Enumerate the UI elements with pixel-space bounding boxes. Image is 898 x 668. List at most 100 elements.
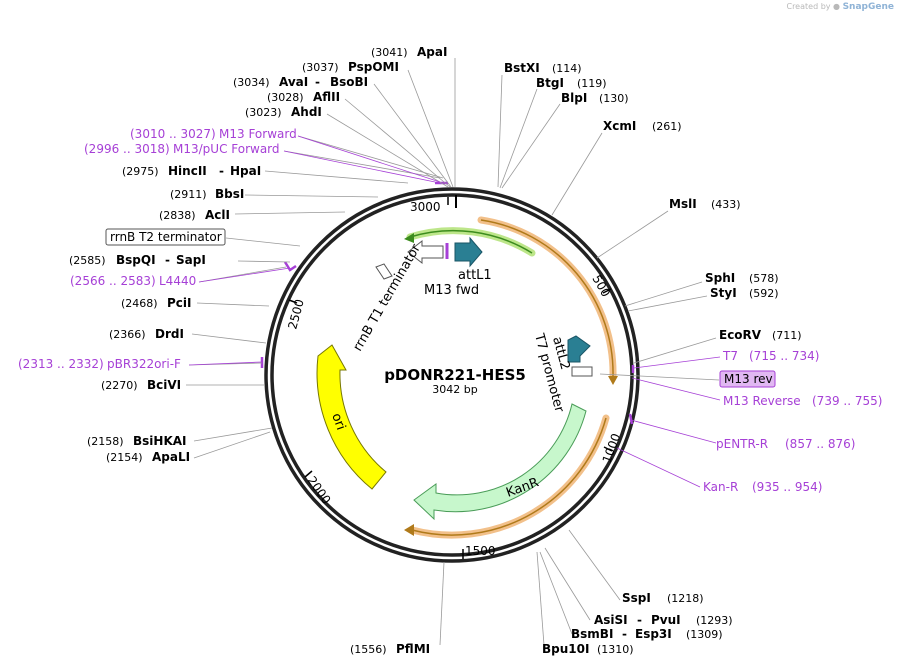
pos-pcii: (2468) bbox=[121, 297, 158, 310]
pos-pentrr: (857 .. 876) bbox=[785, 437, 855, 451]
pos-sphi: (578) bbox=[749, 272, 779, 285]
pos-aflii: (3028) bbox=[267, 91, 304, 104]
label-pcii: PciI bbox=[167, 296, 192, 310]
label-sapi: SapI bbox=[176, 253, 206, 267]
pos-kanrp: (935 .. 954) bbox=[752, 480, 822, 494]
label-bsobi: BsoBI bbox=[330, 75, 368, 89]
label-m13reverse: M13 Reverse bbox=[723, 394, 801, 408]
pos-m13puc: (2996 .. 3018) bbox=[84, 142, 170, 156]
pos-pfimi: (1556) bbox=[350, 643, 387, 656]
primer-mark-pentr bbox=[628, 413, 634, 425]
m13rev-box[interactable]: M13 rev bbox=[719, 370, 776, 388]
label-esp3i: Esp3I bbox=[635, 627, 672, 641]
pos-avai: (3034) bbox=[233, 76, 270, 89]
label-pvui: PvuI bbox=[651, 613, 681, 627]
pos-bstxi: (114) bbox=[552, 62, 582, 75]
rrnbt1-arrow bbox=[375, 263, 393, 280]
pos-drdi: (2366) bbox=[109, 328, 146, 341]
pos-apali: (2154) bbox=[106, 451, 143, 464]
plasmid-name: pDONR221-HES5 bbox=[384, 366, 526, 384]
label-pentrr: pENTR-R bbox=[716, 437, 768, 451]
pos-bpu10i: (1310) bbox=[597, 643, 634, 656]
pos-m13forward: (3010 .. 3027) bbox=[130, 127, 216, 141]
pos-blpi: (130) bbox=[599, 92, 629, 105]
label-m13puc: M13/pUC Forward bbox=[173, 142, 280, 156]
primer-mark-l4440 bbox=[283, 261, 297, 272]
label-blpi: BlpI bbox=[561, 91, 587, 105]
label-hincii-sep: - bbox=[219, 164, 224, 178]
label-avai-sep: - bbox=[315, 75, 320, 89]
ori-feature bbox=[316, 344, 387, 490]
pos-pspomi: (3037) bbox=[302, 61, 339, 74]
arrow-head-bottom bbox=[404, 524, 414, 536]
backbone-inner-ring bbox=[270, 193, 634, 557]
pos-bsmbi: (1309) bbox=[686, 628, 723, 641]
brand-name: SnapGene bbox=[842, 2, 894, 12]
kanr-feature bbox=[413, 403, 587, 521]
label-sspi: SspI bbox=[622, 591, 651, 605]
label-avai: AvaI bbox=[279, 75, 308, 89]
label-styi: StyI bbox=[710, 286, 737, 300]
label-ecorv: EcoRV bbox=[719, 328, 762, 342]
label-bspqi-sep: - bbox=[165, 253, 170, 267]
t7-promoter-box bbox=[571, 366, 593, 377]
pos-ecorv: (711) bbox=[772, 329, 802, 342]
pos-styi: (592) bbox=[749, 287, 779, 300]
label-pbr322: pBR322ori-F bbox=[107, 357, 181, 371]
plasmid-size: 3042 bp bbox=[432, 383, 477, 396]
brand-prefix: Created by bbox=[786, 2, 831, 11]
label-pspomi: PspOMI bbox=[348, 60, 399, 74]
label-sphi: SphI bbox=[705, 271, 735, 285]
feature-attl1-label: attL1 bbox=[458, 268, 492, 283]
label-hpai: HpaI bbox=[230, 164, 261, 178]
label-m13rev: M13 rev bbox=[724, 372, 773, 386]
feature-kanr-label: KanR bbox=[504, 475, 541, 501]
pos-t7: (715 .. 734) bbox=[749, 349, 819, 363]
label-asisi-sep: - bbox=[637, 613, 642, 627]
label-bstxi: BstXI bbox=[504, 61, 540, 75]
pos-hincii: (2975) bbox=[122, 165, 159, 178]
pos-asisi: (1293) bbox=[696, 614, 733, 627]
label-apali: ApaLI bbox=[152, 450, 190, 464]
label-bpu10i: Bpu10I bbox=[542, 642, 589, 656]
pos-apai: (3041) bbox=[371, 46, 408, 59]
tick-2000: 2000 bbox=[305, 474, 334, 507]
snapgene-logo-icon: ● bbox=[833, 2, 841, 11]
label-bsihkai: BsiHKAI bbox=[133, 434, 187, 448]
label-pfimi: PflMI bbox=[396, 642, 430, 656]
pos-l4440: (2566 .. 2583) bbox=[70, 274, 156, 288]
label-t7: T7 bbox=[722, 349, 738, 363]
attl1-arrow bbox=[454, 236, 483, 268]
label-m13forward: M13 Forward bbox=[219, 127, 297, 141]
pos-m13reverse: (739 .. 755) bbox=[812, 394, 882, 408]
backbone-outer-ring bbox=[264, 187, 640, 563]
pos-btgi: (119) bbox=[577, 77, 607, 90]
label-bspqi: BspQI bbox=[116, 253, 156, 267]
tick-3000: 3000 bbox=[410, 200, 441, 214]
labels-left: (3041) ApaI (3037) PspOMI (3034) AvaI - … bbox=[18, 45, 447, 656]
arc-line-bottom bbox=[411, 417, 607, 536]
feature-rrnbt1-label: rrnB T1 terminator bbox=[350, 241, 424, 354]
rrnbt2-box[interactable]: rrnB T2 terminator bbox=[105, 228, 226, 246]
attl2-arrow bbox=[567, 335, 591, 363]
label-apai: ApaI bbox=[417, 45, 447, 59]
label-acli: AclI bbox=[205, 208, 230, 222]
feature-ori-label: ori bbox=[328, 411, 348, 432]
label-asisi: AsiSI bbox=[594, 613, 628, 627]
label-msli: MslI bbox=[669, 197, 697, 211]
pos-ahdi: (3023) bbox=[245, 106, 282, 119]
pos-pbr322: (2313 .. 2332) bbox=[18, 357, 104, 371]
arrow-head-top bbox=[608, 376, 618, 385]
tick-1500: 1500 bbox=[465, 544, 496, 558]
label-bsmbi-sep: - bbox=[622, 627, 627, 641]
pos-bspqi: (2585) bbox=[69, 254, 106, 267]
label-aflii: AflII bbox=[313, 90, 340, 104]
label-bsmbi: BsmBI bbox=[571, 627, 613, 641]
label-bbsi: BbsI bbox=[215, 187, 244, 201]
label-rrnbt2: rrnB T2 terminator bbox=[110, 230, 222, 244]
label-kanrp: Kan-R bbox=[703, 480, 738, 494]
label-drdi: DrdI bbox=[155, 327, 184, 341]
label-bcivi: BciVI bbox=[147, 378, 181, 392]
m13fwd-arrow bbox=[407, 239, 444, 265]
